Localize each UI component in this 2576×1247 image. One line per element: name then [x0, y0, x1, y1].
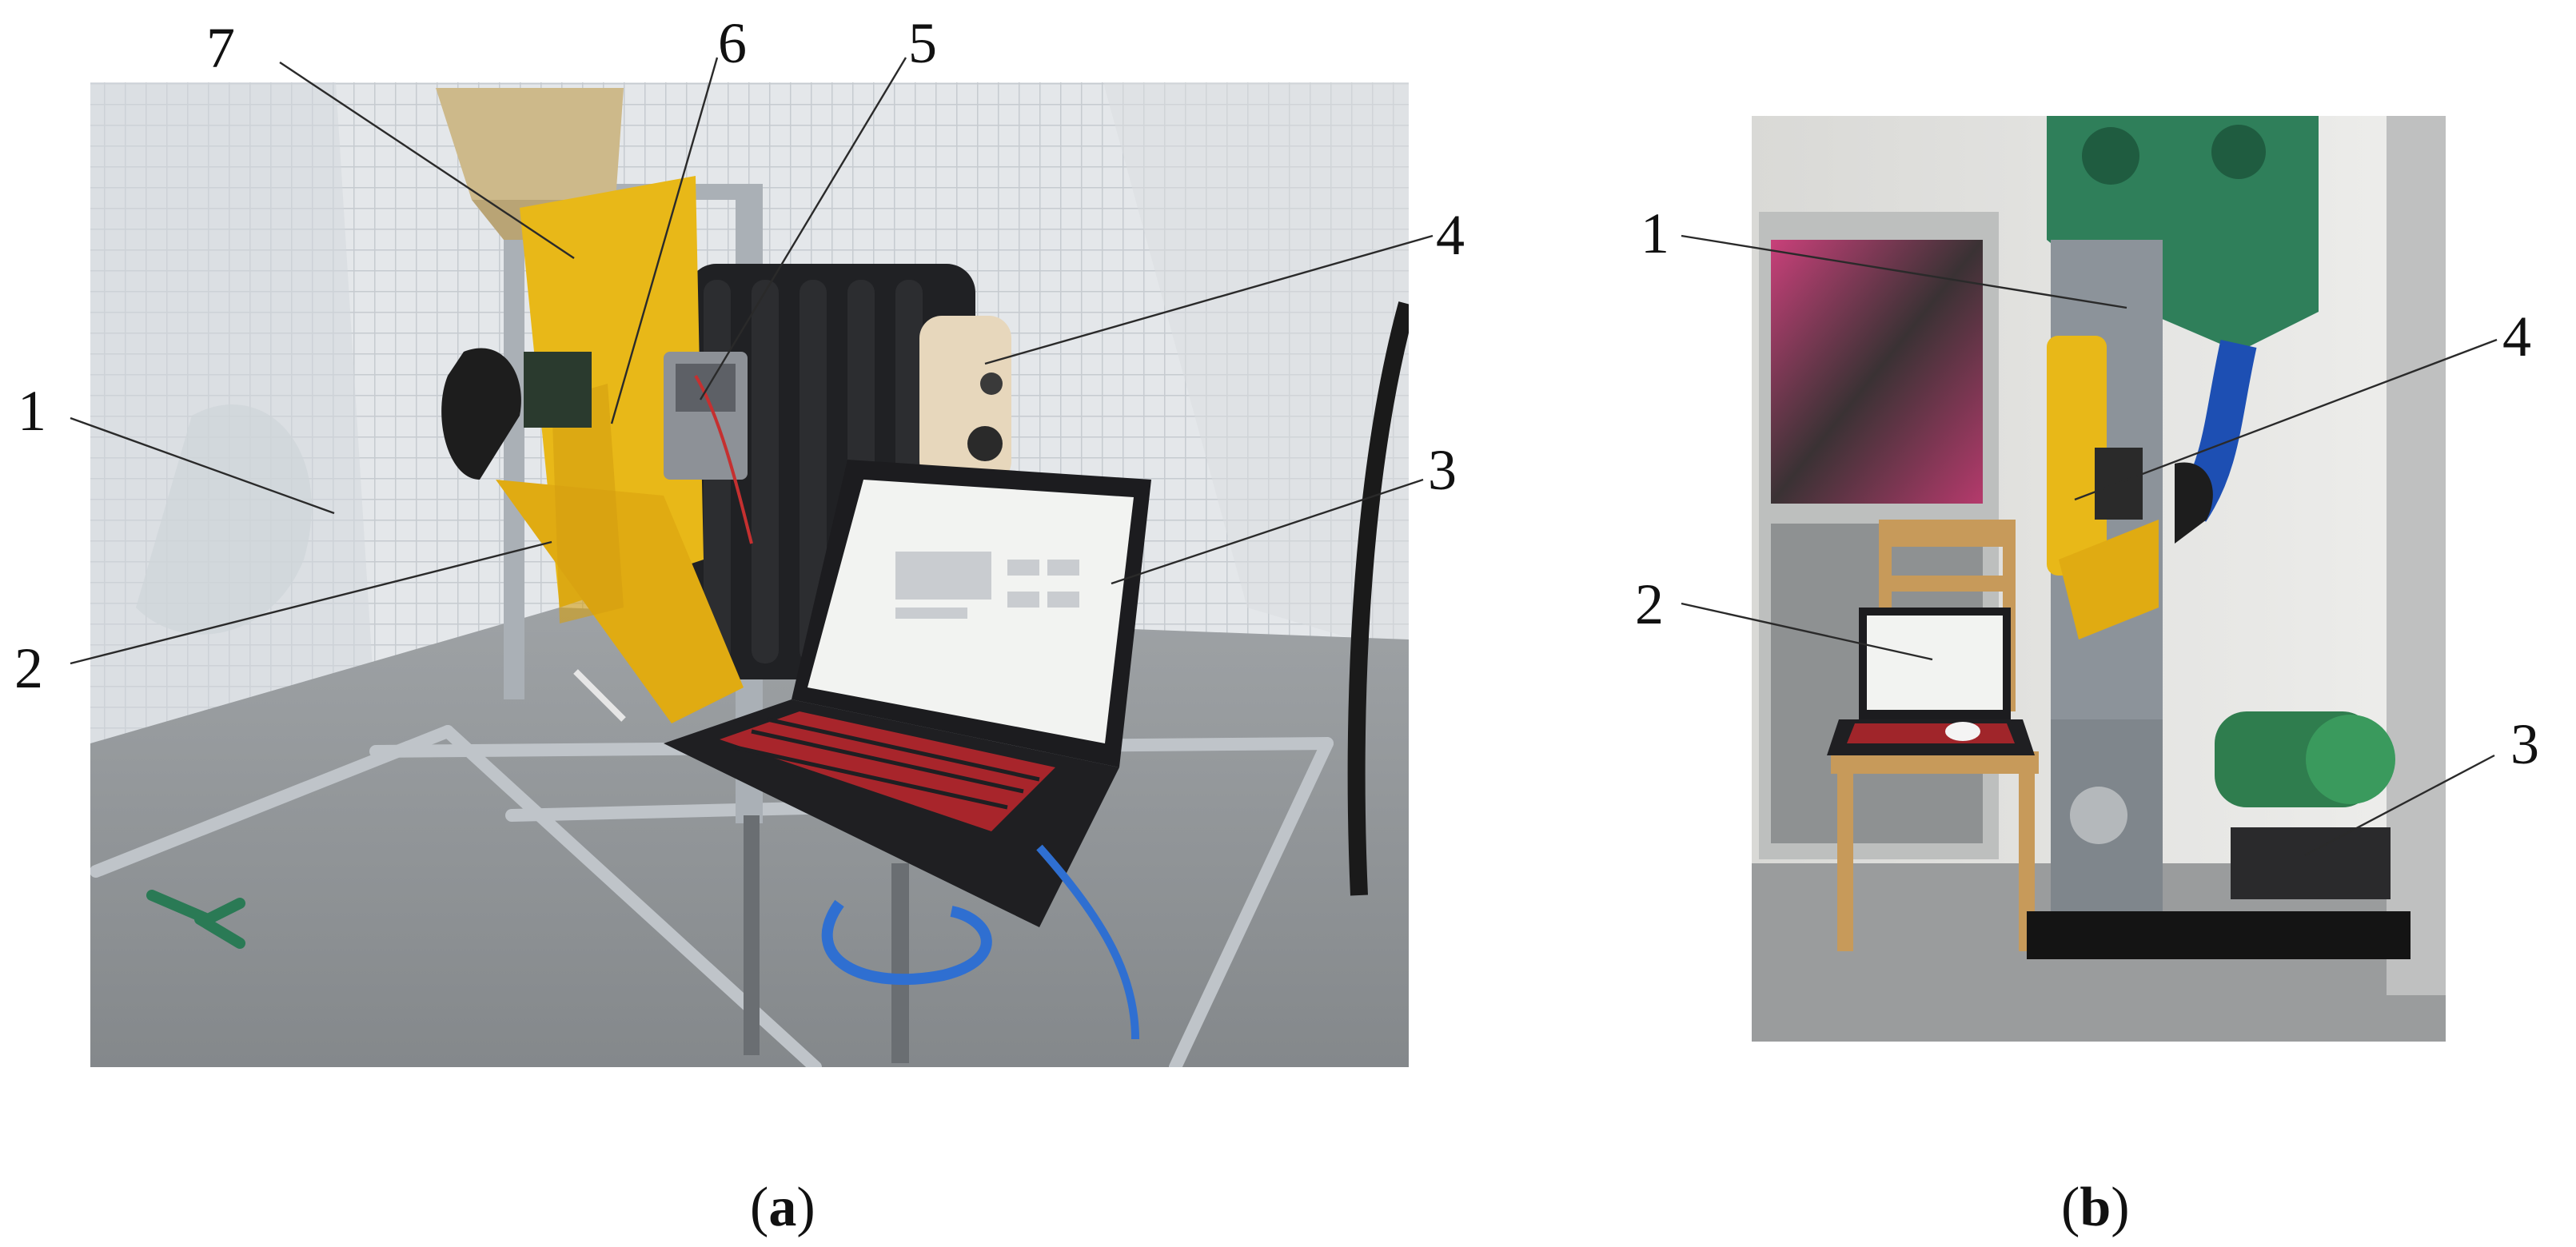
laptop-a [664, 460, 1151, 927]
callout-a-1: 1 [18, 379, 46, 443]
caption-b-letter: b [2080, 1177, 2111, 1238]
photo-b [1752, 116, 2446, 1042]
leader-lines-b [1681, 234, 2498, 857]
laptop-screen [807, 480, 1134, 743]
callout-a-7: 7 [206, 16, 235, 80]
caption-b: (b) [2061, 1177, 2130, 1238]
callout-a-4: 4 [1436, 203, 1465, 267]
heater-controller [919, 316, 1011, 484]
seeding-device [436, 88, 753, 723]
cable-coil [821, 899, 992, 986]
pliers [146, 890, 245, 949]
caption-a-letter: a [768, 1177, 797, 1238]
callout-b-3: 3 [2510, 712, 2539, 776]
control-unit [2231, 827, 2391, 899]
callout-a-3: 3 [1428, 438, 1457, 502]
leader-lines-a [70, 57, 1434, 665]
callout-b-2: 2 [1635, 572, 1664, 636]
machine-base [2027, 911, 2411, 959]
seed-hopper [436, 88, 624, 200]
circuit-board [524, 352, 592, 428]
callout-a-6: 6 [718, 11, 747, 75]
caption-a: (a) [750, 1177, 815, 1238]
callout-a-5: 5 [908, 11, 937, 75]
callout-a-2: 2 [14, 636, 43, 700]
callout-b-4: 4 [2502, 305, 2531, 369]
photo-a [90, 82, 1409, 1067]
callout-b-1: 1 [1641, 201, 1669, 265]
laptop-b [1827, 608, 2035, 755]
drive-motor [441, 348, 521, 480]
